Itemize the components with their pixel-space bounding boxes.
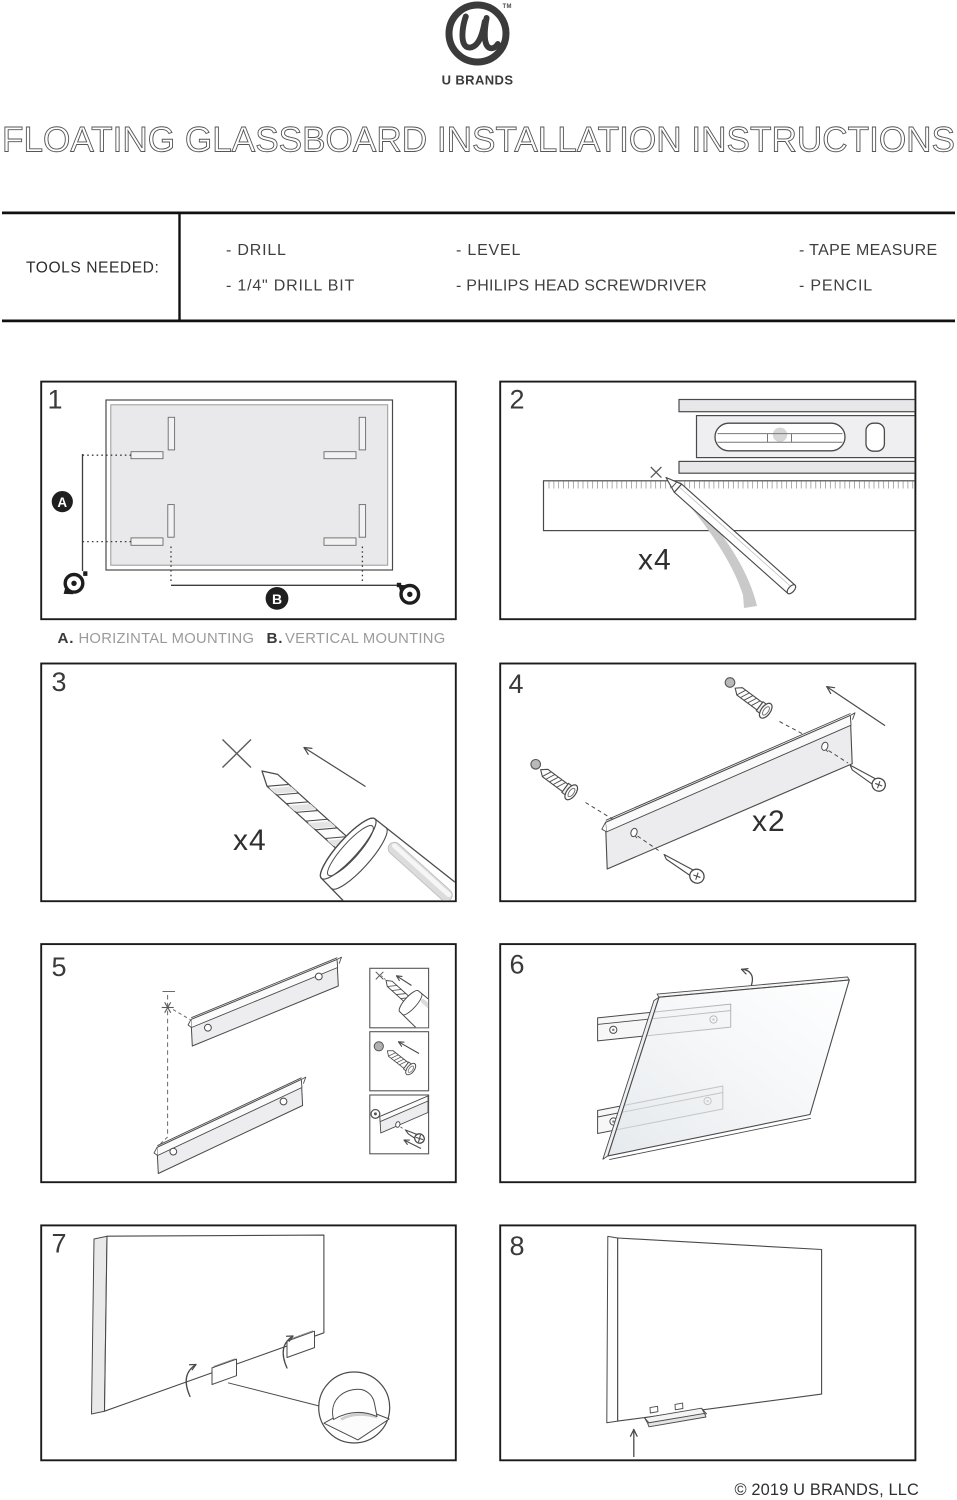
svg-text:3: 3: [52, 667, 67, 697]
svg-text:TM: TM: [503, 4, 512, 10]
svg-text:- LEVEL: - LEVEL: [456, 242, 521, 259]
svg-text:x2: x2: [752, 805, 786, 838]
svg-text:A.: A.: [58, 630, 75, 647]
svg-text:B.: B.: [267, 630, 284, 647]
svg-text:© 2019 U BRANDS, LLC: © 2019 U BRANDS, LLC: [734, 1481, 919, 1499]
svg-text:U BRANDS: U BRANDS: [442, 73, 514, 88]
svg-text:VERTICAL MOUNTING: VERTICAL MOUNTING: [285, 631, 445, 647]
svg-text:x4: x4: [638, 544, 672, 577]
svg-text:8: 8: [510, 1231, 525, 1261]
svg-text:4: 4: [509, 669, 524, 699]
svg-text:- TAPE MEASURE: - TAPE MEASURE: [799, 242, 938, 259]
svg-text:2: 2: [510, 385, 525, 415]
svg-text:x4: x4: [233, 824, 267, 857]
svg-text:- PENCIL: - PENCIL: [799, 278, 873, 295]
svg-text:A: A: [57, 495, 67, 510]
svg-text:7: 7: [52, 1229, 67, 1259]
svg-text:- 1/4" DRILL BIT: - 1/4" DRILL BIT: [226, 278, 355, 295]
svg-text:TOOLS NEEDED:: TOOLS NEEDED:: [26, 260, 159, 277]
svg-text:- DRILL: - DRILL: [226, 242, 287, 259]
svg-text:1: 1: [48, 385, 63, 415]
svg-text:6: 6: [510, 950, 525, 980]
svg-text:FLOATING GLASSBOARD INSTALLATI: FLOATING GLASSBOARD INSTALLATION INSTRUC…: [2, 120, 955, 160]
svg-text:B: B: [272, 591, 282, 607]
svg-text:- PHILIPS HEAD SCREWDRIVER: - PHILIPS HEAD SCREWDRIVER: [456, 278, 707, 295]
svg-text:5: 5: [52, 952, 67, 982]
svg-text:HORIZINTAL MOUNTING: HORIZINTAL MOUNTING: [79, 631, 255, 647]
